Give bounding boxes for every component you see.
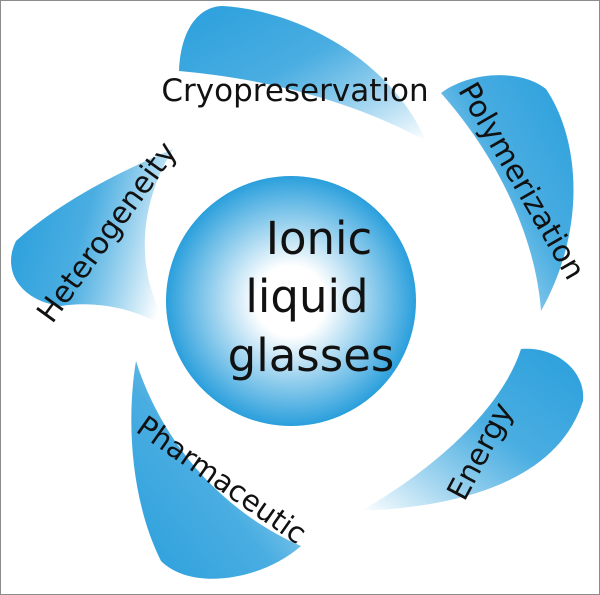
petal-cryopreservation [179,6,426,141]
petal-energy [361,348,584,511]
center-sphere [166,176,416,426]
petal-heterogeneity [11,149,174,331]
center-line-2: liquid [245,270,368,323]
center-line-1: Ionic [266,212,373,265]
center-line-3: glasses [228,329,395,382]
petal-polymerization [441,75,574,311]
petal-pharmaceutic [131,361,301,579]
label-cryopreservation: Cryopreservation [161,73,428,109]
